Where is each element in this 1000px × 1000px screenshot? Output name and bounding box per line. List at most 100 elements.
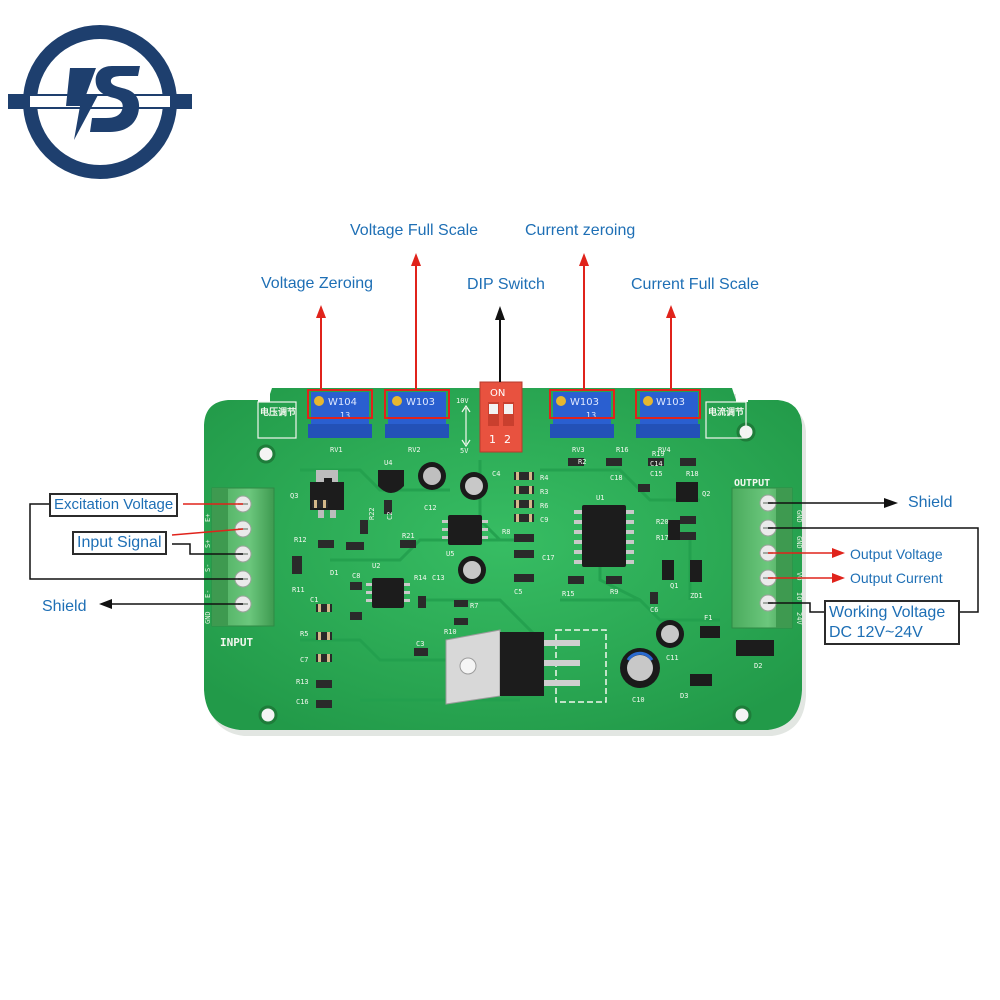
pcb-substrate	[204, 388, 802, 730]
svg-text:U4: U4	[384, 459, 392, 467]
potentiometer-rv2[interactable]: W103 RV2	[385, 392, 449, 454]
svg-text:13: 13	[586, 411, 596, 420]
capacitor-c12	[418, 462, 446, 490]
svg-text:C10: C10	[632, 696, 645, 704]
svg-text:C15: C15	[650, 470, 663, 478]
diode-d2	[736, 640, 774, 656]
svg-text:R18: R18	[686, 470, 699, 478]
zener-zd1	[690, 560, 702, 582]
output-pin-labels: GND GND VO IO 24V	[795, 510, 803, 625]
svg-text:5V: 5V	[460, 447, 469, 455]
input-pin-labels: E+ S+ S- E- GND	[204, 514, 212, 624]
potentiometer-rv4[interactable]: W103 RV4	[636, 392, 700, 454]
label-dip-switch: DIP Switch	[467, 276, 545, 293]
label-voltage-zeroing: Voltage Zeroing	[261, 275, 374, 292]
output-terminal-block[interactable]	[731, 487, 793, 629]
output-silk-label: OUTPUT	[734, 478, 770, 489]
svg-text:S-: S-	[204, 564, 212, 572]
svg-text:R3: R3	[540, 488, 548, 496]
svg-text:C8: C8	[352, 572, 360, 580]
svg-text:F1: F1	[704, 614, 712, 622]
svg-text:C12: C12	[424, 504, 437, 512]
svg-text:R20: R20	[656, 518, 669, 526]
svg-text:U2: U2	[372, 562, 380, 570]
svg-text:C9: C9	[540, 516, 548, 524]
svg-text:C16: C16	[296, 698, 309, 706]
svg-text:S+: S+	[204, 540, 212, 548]
svg-text:R13: R13	[296, 678, 309, 686]
label-output-current: Output Current	[850, 570, 943, 586]
smd-components	[292, 458, 696, 708]
label-input-signal: Input Signal	[72, 531, 167, 555]
svg-text:C1: C1	[310, 596, 318, 604]
ic-u2	[366, 578, 410, 608]
svg-text:2: 2	[504, 433, 511, 446]
svg-text:R2: R2	[578, 458, 586, 466]
svg-text:C13: C13	[432, 574, 445, 582]
svg-text:D1: D1	[330, 569, 338, 577]
silk-current-adjust: 电流调节	[708, 406, 744, 418]
svg-text:R8: R8	[502, 528, 510, 536]
input-terminal-block[interactable]	[211, 487, 275, 627]
label-voltage-full-scale: Voltage Full Scale	[350, 222, 479, 239]
silk-voltage-adjust: 电压调节	[260, 406, 296, 418]
svg-text:R10: R10	[444, 628, 457, 636]
svg-text:C14: C14	[650, 460, 663, 468]
label-shield-right: Shield	[908, 494, 953, 511]
label-output-voltage: Output Voltage	[850, 546, 943, 562]
svg-text:R9: R9	[610, 588, 618, 596]
svg-text:R21: R21	[402, 532, 415, 540]
potentiometer-rv1[interactable]: W104 13 RV1	[308, 392, 372, 454]
svg-text:D3: D3	[680, 692, 688, 700]
svg-text:C2: C2	[386, 512, 394, 520]
svg-text:IO: IO	[795, 592, 803, 600]
svg-text:C17: C17	[542, 554, 555, 562]
label-shield-left: Shield	[42, 598, 87, 615]
svg-text:R5: R5	[300, 630, 308, 638]
svg-text:C11: C11	[666, 654, 679, 662]
svg-text:U1: U1	[596, 494, 604, 502]
label-current-full-scale: Current Full Scale	[631, 276, 760, 293]
brand-logo	[8, 25, 192, 179]
svg-text:C5: C5	[514, 588, 522, 596]
svg-text:GND: GND	[795, 536, 803, 549]
svg-text:10V: 10V	[456, 397, 469, 405]
svg-text:13: 13	[340, 411, 350, 420]
fuse-f1	[700, 626, 720, 638]
ic-u5	[442, 515, 488, 545]
svg-text:R6: R6	[540, 502, 548, 510]
callout-arrows	[29, 253, 979, 613]
svg-text:ON: ON	[490, 388, 505, 399]
input-silk-label: INPUT	[220, 636, 253, 649]
svg-text:C4: C4	[492, 470, 500, 478]
capacitor-c10	[620, 648, 660, 688]
svg-text:R11: R11	[292, 586, 305, 594]
potentiometer-rv3[interactable]: W103 13 RV3	[550, 392, 614, 454]
svg-text:R14: R14	[414, 574, 427, 582]
svg-text:RV1: RV1	[330, 446, 343, 454]
diode-d3	[690, 674, 712, 686]
svg-text:R17: R17	[656, 534, 669, 542]
svg-text:R16: R16	[616, 446, 629, 454]
regulator-to220	[445, 629, 607, 705]
svg-text:GND: GND	[795, 510, 803, 523]
svg-text:R12: R12	[294, 536, 307, 544]
svg-text:D2: D2	[754, 662, 762, 670]
svg-text:W103: W103	[656, 397, 685, 408]
working-voltage-line1: Working Voltage	[829, 604, 946, 621]
svg-text:ZD1: ZD1	[690, 592, 703, 600]
svg-text:R4: R4	[540, 474, 548, 482]
svg-text:C7: C7	[300, 656, 308, 664]
capacitor-c11	[656, 620, 684, 648]
svg-text:R15: R15	[562, 590, 575, 598]
svg-text:R7: R7	[470, 602, 478, 610]
svg-text:Q2: Q2	[702, 490, 710, 498]
dip-switch[interactable]: ON 1 2	[479, 381, 523, 453]
svg-text:VO: VO	[795, 572, 803, 580]
label-current-zeroing: Current zeroing	[525, 222, 636, 239]
svg-text:GND: GND	[204, 611, 212, 624]
svg-text:R19: R19	[652, 450, 665, 458]
ic-u1	[574, 505, 634, 567]
